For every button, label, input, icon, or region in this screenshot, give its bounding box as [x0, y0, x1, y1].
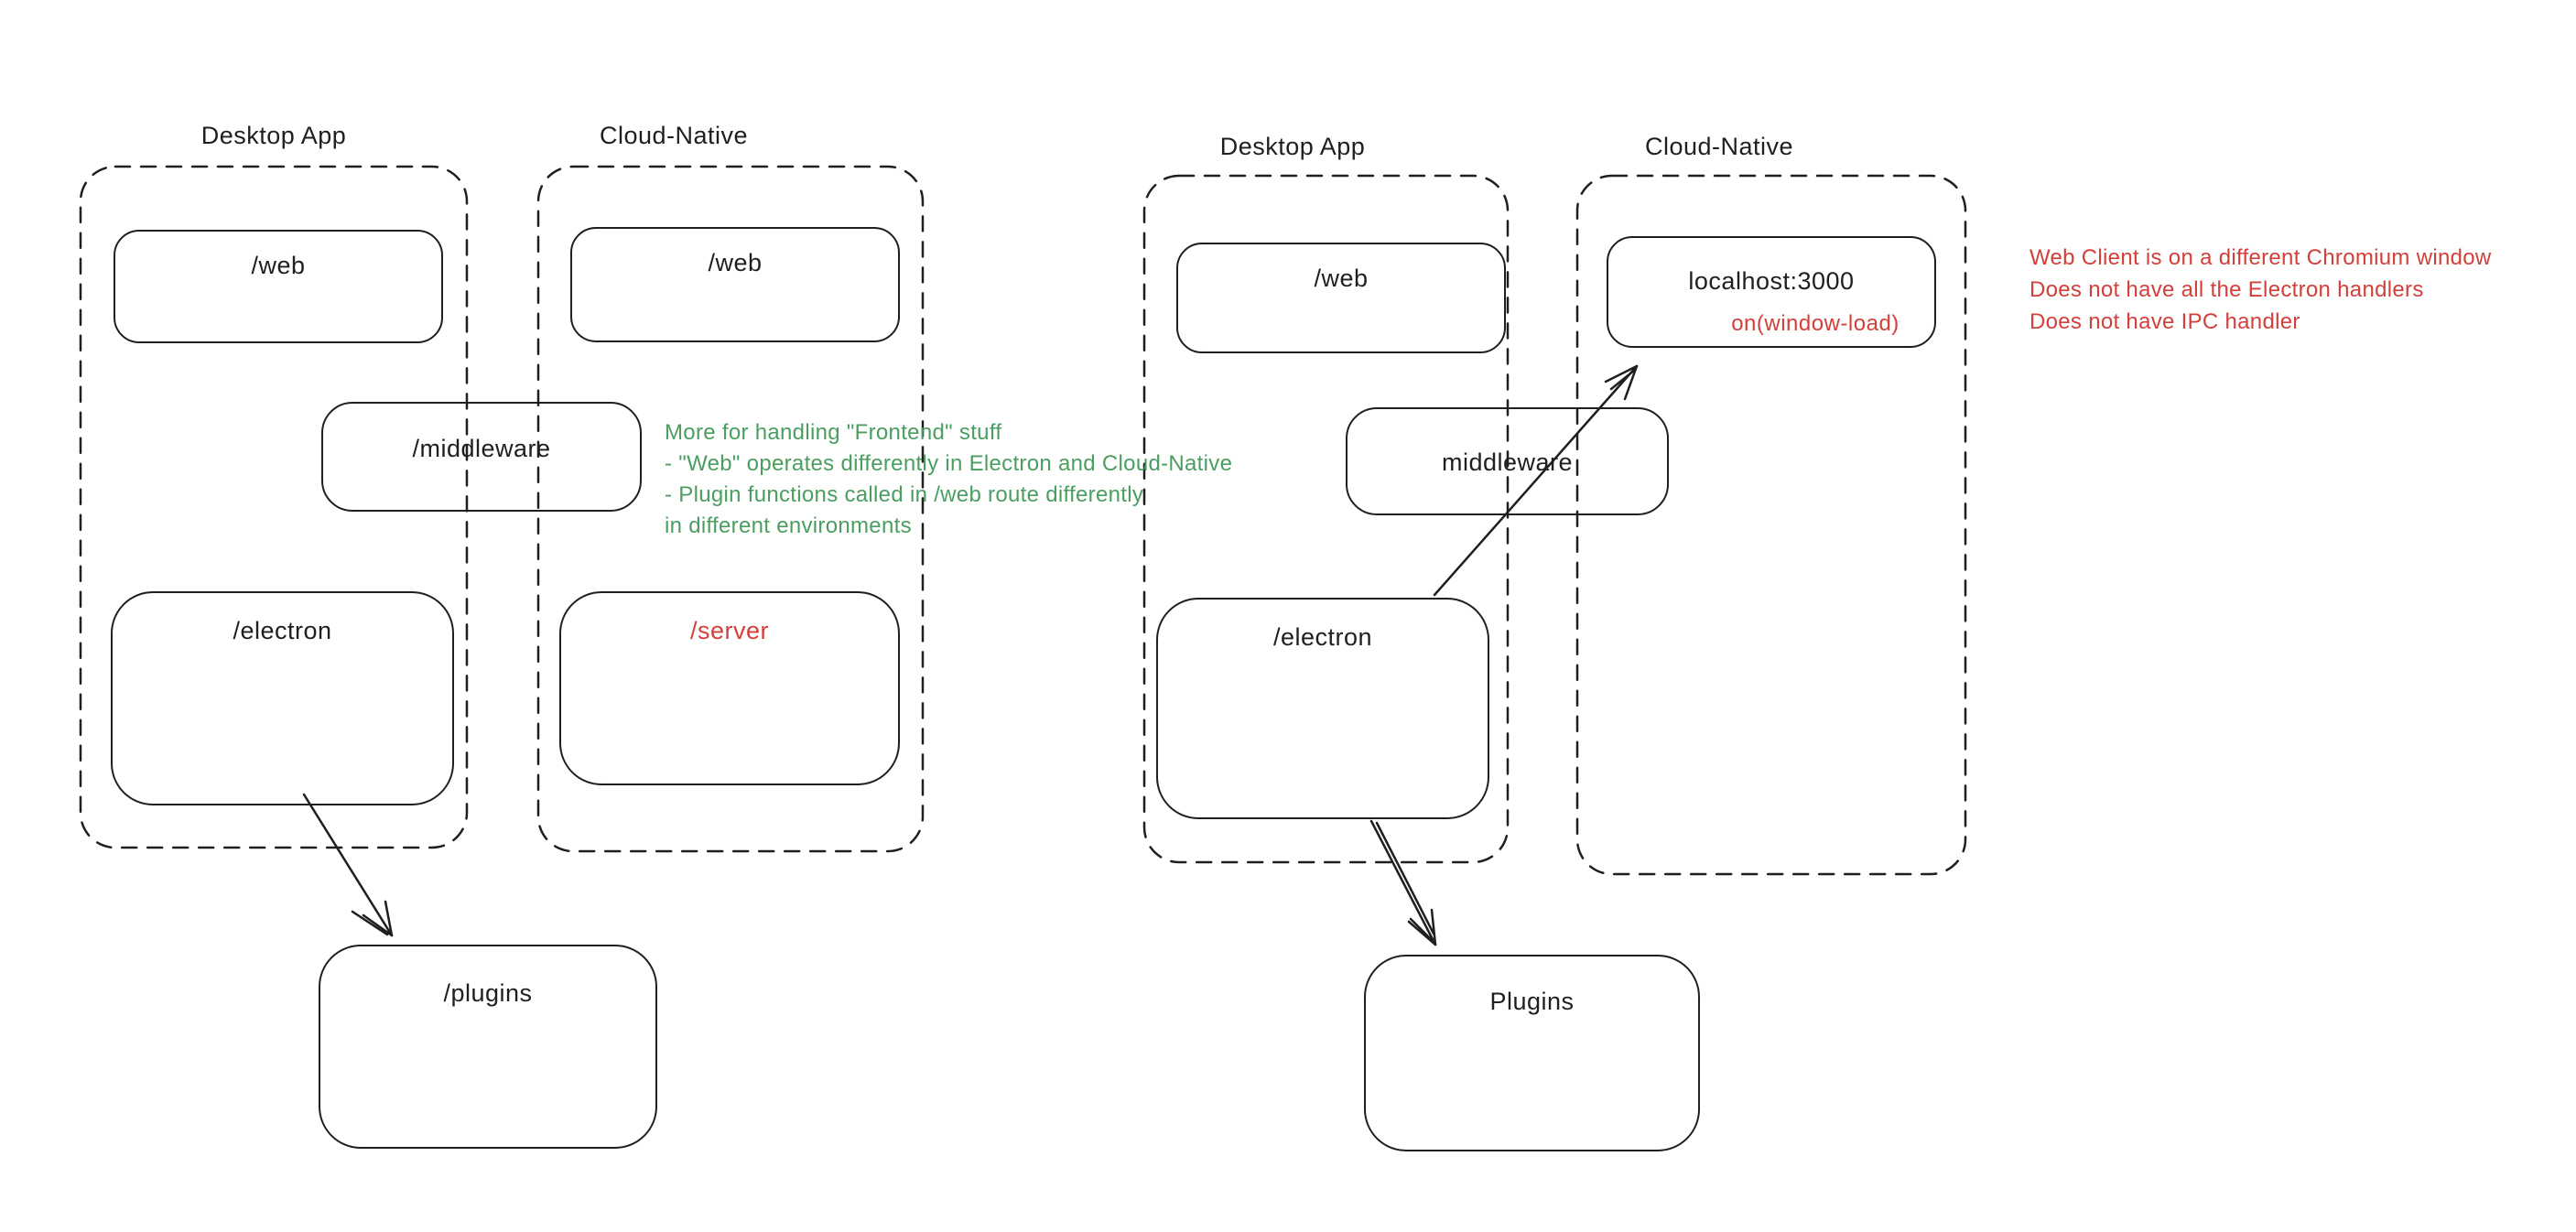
- right-desktop-app-label: Desktop App: [1219, 133, 1366, 160]
- left-cloud-web-box: /web: [570, 227, 900, 342]
- right-desktop-web-label: /web: [1314, 265, 1369, 292]
- right-window-load-label: on(window-load): [1731, 310, 1900, 336]
- green-note-line-2: - "Web" operates differently in Electron…: [665, 451, 1233, 476]
- left-middleware-box: /middleware: [321, 402, 642, 512]
- right-middleware-box: middleware: [1346, 407, 1669, 515]
- left-desktop-web-box: /web: [114, 230, 443, 343]
- right-desktop-web-box: /web: [1176, 243, 1506, 353]
- green-note-line-1: More for handling "Frontend" stuff: [665, 420, 1002, 445]
- right-plugins-box: Plugins: [1364, 955, 1700, 1151]
- right-middleware-label: middleware: [1441, 448, 1574, 476]
- right-localhost-label: localhost:3000: [1688, 266, 1855, 295]
- left-cloud-web-label: /web: [708, 249, 763, 276]
- green-note-line-4: in different environments: [665, 513, 912, 538]
- right-red-annotation: Web Client is on a different Chromium wi…: [2029, 242, 2492, 338]
- left-electron-box: /electron: [111, 591, 454, 805]
- left-desktop-web-label: /web: [251, 252, 306, 279]
- left-plugins-box: /plugins: [319, 945, 657, 1149]
- right-cloud-native-label: Cloud-Native: [1644, 133, 1794, 160]
- left-plugins-label: /plugins: [443, 979, 533, 1007]
- left-green-annotation: More for handling "Frontend" stuff - "We…: [665, 417, 1232, 542]
- red-note-line-3: Does not have IPC handler: [2029, 309, 2300, 334]
- right-electron-label: /electron: [1272, 623, 1373, 651]
- green-note-line-3: - Plugin functions called in /web route …: [665, 482, 1144, 507]
- left-desktop-app-label: Desktop App: [200, 122, 347, 149]
- left-cloud-native-label: Cloud-Native: [599, 122, 749, 149]
- right-electron-box: /electron: [1156, 598, 1489, 819]
- left-server-box: /server: [559, 591, 900, 785]
- left-electron-label: /electron: [233, 617, 332, 644]
- right-plugins-label: Plugins: [1489, 988, 1575, 1015]
- left-electron-to-plugins-arrow: [302, 793, 394, 937]
- right-localhost-box: localhost:3000 on(window-load): [1607, 236, 1936, 348]
- left-server-label: /server: [689, 617, 770, 644]
- right-electron-to-plugins-arrow: [1369, 819, 1437, 946]
- red-note-line-1: Web Client is on a different Chromium wi…: [2029, 245, 2492, 270]
- left-middleware-label: /middleware: [412, 435, 551, 462]
- red-note-line-2: Does not have all the Electron handlers: [2029, 277, 2424, 302]
